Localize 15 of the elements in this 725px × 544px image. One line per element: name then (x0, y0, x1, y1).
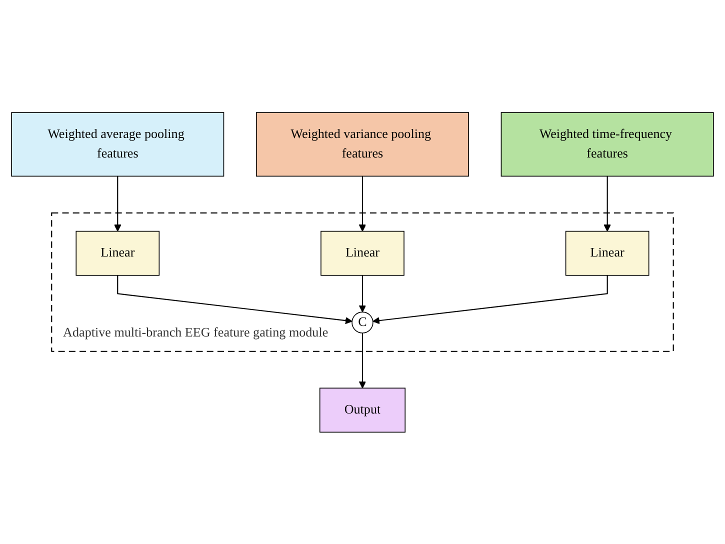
arrow (114, 176, 122, 232)
node-circle: C (352, 311, 374, 334)
arrow (117, 275, 352, 324)
arrow (358, 275, 366, 312)
node-box: Linear (320, 230, 404, 276)
node-box: Linear (565, 230, 650, 276)
node-box: Weighted time-frequency features (500, 112, 714, 176)
node-box: Linear (76, 230, 160, 276)
arrow (358, 332, 366, 388)
arrow (604, 176, 611, 232)
arrow (358, 176, 366, 232)
node-box: Weighted average pooling features (11, 112, 224, 176)
arrow (372, 275, 608, 324)
node-box: Output (319, 387, 406, 432)
node-box: Weighted variance pooling features (256, 112, 469, 176)
